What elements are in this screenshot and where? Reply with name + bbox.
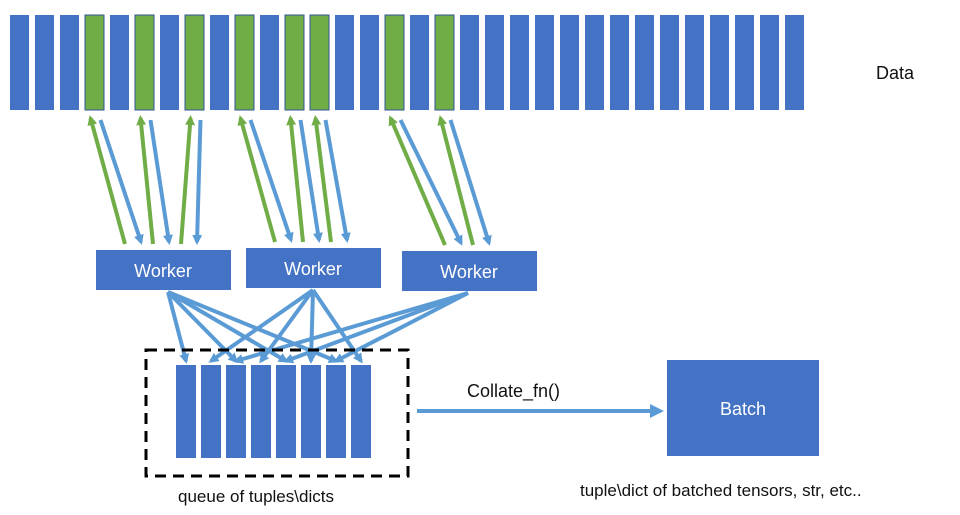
data-cell [60,15,79,110]
response-arrow [98,119,144,245]
data-cell-fetched [234,14,255,111]
collate-label: Collate_fn() [467,381,560,402]
request-arrow [136,115,155,245]
batch-box [667,360,819,456]
request-arrow [286,115,305,243]
response-arrow [192,119,203,245]
data-cell-fetched [84,14,105,111]
data-cell [585,15,604,110]
request-arrow [388,115,447,246]
enqueue-arrow [333,291,469,363]
queue-cell [176,365,196,458]
queue-cell [201,365,221,458]
data-cell [110,15,129,110]
data-cell [535,15,554,110]
data-cell [460,15,479,110]
queue-cells [176,365,371,458]
queue-cell [276,365,296,458]
enqueue-arrow [166,290,289,363]
data-cell [35,15,54,110]
data-cell [335,15,354,110]
worker-label: Worker [440,262,498,282]
batch-label: Batch [720,399,766,419]
worker-box [402,251,537,291]
request-arrow [437,115,475,246]
data-cell [510,15,529,110]
data-cell [610,15,629,110]
response-arrow [398,119,463,246]
data-cell [710,15,729,110]
batch-caption: tuple\dict of batched tensors, str, etc.… [580,481,862,500]
queue-cell [301,365,321,458]
data-cell [685,15,704,110]
queue-dashed-border [144,348,410,478]
request-arrow [311,115,333,243]
worker-1: Worker [96,250,231,290]
data-cell [260,15,279,110]
worker-label: Worker [134,261,192,281]
data-strip [10,14,804,111]
queue-cell [351,365,371,458]
worker-label: Worker [284,259,342,279]
data-label: Data [876,63,915,83]
response-arrow [323,119,351,243]
worker-box [246,248,381,288]
queue-cell [226,365,246,458]
data-cell [560,15,579,110]
fetch-arrows [87,115,492,246]
data-cell-fetched [434,14,455,111]
response-arrow [448,119,492,246]
data-cell [410,15,429,110]
response-arrow [148,119,173,245]
data-cell [635,15,654,110]
data-cell [660,15,679,110]
worker-box [96,250,231,290]
data-cell-fetched [134,14,155,111]
data-cell-fetched [309,14,330,111]
request-arrow [87,115,127,245]
request-arrow [179,115,195,245]
data-cell [735,15,754,110]
data-cell [210,15,229,110]
data-cell-fetched [184,14,205,111]
response-arrow [248,119,294,243]
request-arrow [237,115,277,243]
data-cell [785,15,804,110]
data-cell [760,15,779,110]
data-cell [10,15,29,110]
queue-cell [326,365,346,458]
data-cell-fetched [284,14,305,111]
worker-2: Worker [246,248,381,288]
data-cell [360,15,379,110]
data-cell [485,15,504,110]
queue-cell [251,365,271,458]
data-cell [160,15,179,110]
data-cell-fetched [384,14,405,111]
worker-3: Worker [402,251,537,291]
response-arrow [298,119,323,243]
queue-caption: queue of tuples\dicts [178,487,334,506]
